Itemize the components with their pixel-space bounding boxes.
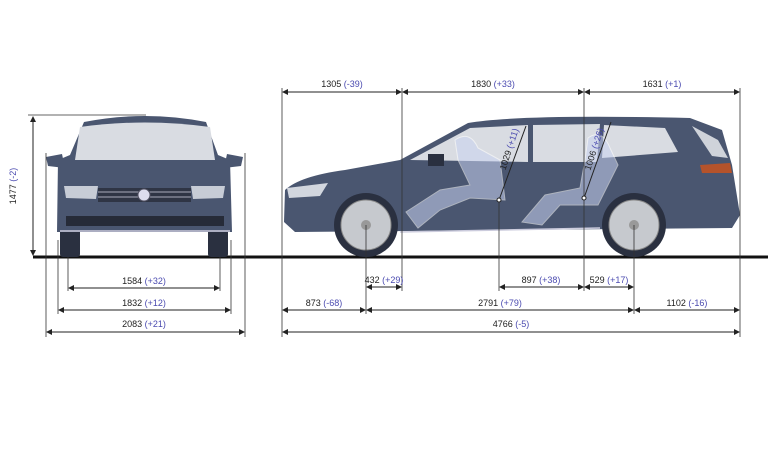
wheelbase-label: 2791 (+79): [478, 298, 522, 308]
front-overhang-label: 873 (-68): [306, 298, 343, 308]
front-view-car: [46, 116, 243, 257]
dim-432-label: 432 (+29): [365, 275, 404, 285]
rear-top-label: 1631 (+1): [643, 79, 682, 89]
dim-529-label: 529 (+17): [590, 275, 629, 285]
cabin-top-label: 1830 (+33): [471, 79, 515, 89]
width-label: 1832 (+12): [122, 298, 166, 308]
dim-897-label: 897 (+38): [522, 275, 561, 285]
front-dimensions: 1477 (-2) 1584 (+32) 1832 (+12) 2083 (+2…: [8, 114, 246, 337]
track-label: 1584 (+32): [122, 276, 166, 286]
length-label: 4766 (-5): [493, 319, 530, 329]
side-view-car: [284, 116, 740, 257]
rear-overhang-label: 1102 (-16): [667, 298, 708, 308]
front-overhang-top-label: 1305 (-39): [321, 79, 363, 89]
front-height-label: 1477 (-2): [8, 168, 18, 205]
vw-logo: [137, 188, 151, 202]
width-mirrors-label: 2083 (+21): [122, 319, 166, 329]
